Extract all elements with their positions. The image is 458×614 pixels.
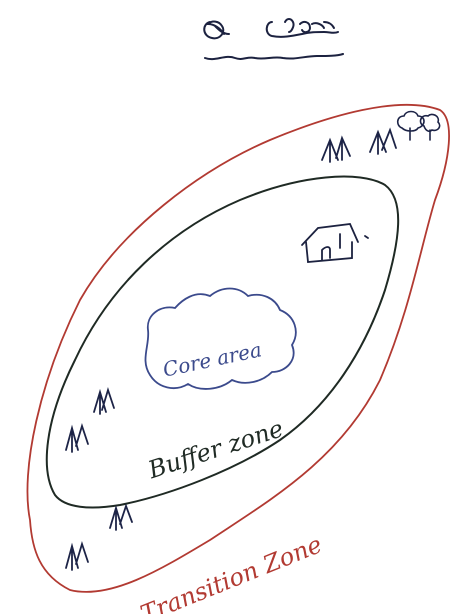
tree-icon-bottom-1 (109, 503, 133, 531)
transition-zone-label: Transition Zone (137, 530, 326, 614)
heading-underline (204, 53, 344, 61)
tree-icon-top-1 (321, 135, 351, 163)
house-icon (301, 223, 369, 263)
heading-scribble-word-2 (265, 18, 339, 38)
tree-cluster-icon (396, 110, 441, 141)
core-area-label: Core area (161, 337, 264, 381)
tree-icon-bottom-2 (65, 541, 89, 571)
core-area-boundary (144, 287, 297, 390)
heading-scribble (203, 18, 344, 61)
transition-zone-boundary (26, 103, 450, 593)
buffer-zone-boundary (45, 175, 400, 509)
tree-icon-left-2 (65, 423, 89, 453)
tree-icon-left-1 (93, 387, 115, 415)
heading-scribble-word-1 (203, 20, 230, 40)
tree-icon-top-2 (369, 127, 397, 155)
